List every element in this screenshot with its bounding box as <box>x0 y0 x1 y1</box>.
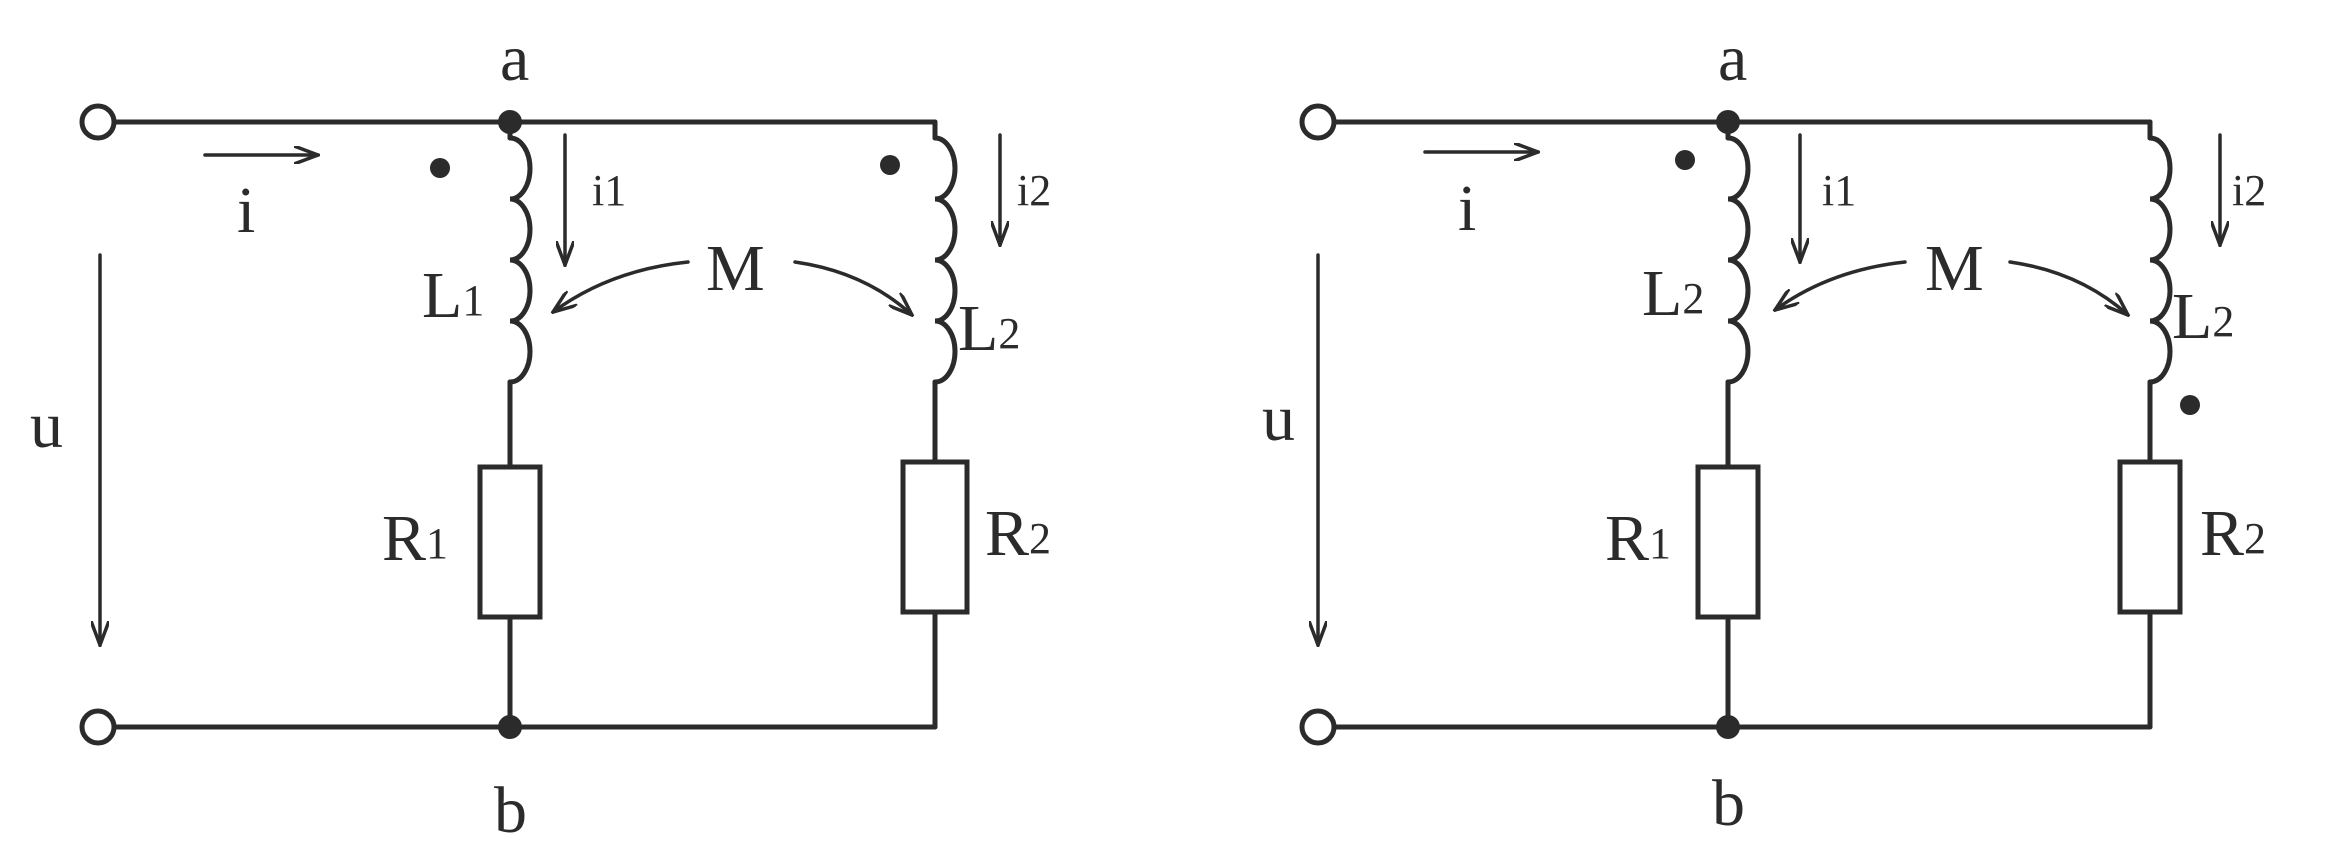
left-l1-label: L1 <box>422 259 484 332</box>
right-l-left-label: L2 <box>1642 257 1704 330</box>
left-node-b <box>498 715 522 739</box>
left-voltage-u-label: u <box>30 389 63 462</box>
left-resistor-r1 <box>477 464 543 620</box>
left-mutual-arrow-1 <box>553 260 690 312</box>
right-node-b-label: b <box>1712 767 1745 840</box>
left-current-i-label: i <box>237 174 255 247</box>
right-mutual-m-label: M <box>1925 232 1984 305</box>
right-input-terminal-bottom <box>1299 708 1337 746</box>
right-node-b <box>1716 715 1740 739</box>
right-input-terminal-top <box>1299 103 1337 141</box>
left-inductor-l2 <box>932 135 958 385</box>
right-resistor-r1 <box>1695 464 1761 620</box>
right-current-i1-label: i1 <box>1822 166 1856 215</box>
left-mutual-arrow-2 <box>793 260 912 315</box>
right-mutual-arrow-2 <box>2008 260 2128 315</box>
right-current-i2-label: i2 <box>2232 166 2266 215</box>
left-current-i1-label: i1 <box>592 166 626 215</box>
left-polarity-dot-2 <box>880 155 900 175</box>
right-node-a <box>1716 110 1740 134</box>
left-r2-label: R2 <box>985 497 1051 570</box>
right-inductor-l-left <box>1725 135 1751 385</box>
right-mutual-arrow-1 <box>1775 260 1907 310</box>
right-node-a-label: a <box>1718 22 1747 95</box>
left-input-terminal-bottom <box>79 708 117 746</box>
left-mutual-m-label: M <box>706 232 765 305</box>
right-polarity-dot-2 <box>2180 395 2200 415</box>
right-inductor-l-right <box>2147 135 2173 385</box>
left-node-a <box>498 110 522 134</box>
right-r1-label: R1 <box>1605 502 1671 575</box>
right-r2-label: R2 <box>2200 497 2266 570</box>
left-node-b-label: b <box>494 774 527 847</box>
right-resistor-r2 <box>2117 459 2183 615</box>
right-l-right-label: L2 <box>2172 280 2234 353</box>
left-current-i2-label: i2 <box>1017 166 1051 215</box>
left-circuit: a b i u M i1 i2 L1 L2 R1 R2 <box>30 22 1051 847</box>
right-voltage-u-label: u <box>1262 382 1295 455</box>
left-l2-label: L2 <box>958 292 1020 365</box>
right-current-i-label: i <box>1458 172 1476 245</box>
left-node-a-label: a <box>500 22 529 95</box>
left-input-terminal-top <box>79 103 117 141</box>
left-polarity-dot-1 <box>430 158 450 178</box>
left-r1-label: R1 <box>382 502 448 575</box>
left-inductor-l1 <box>507 135 533 385</box>
right-circuit: a b i u M i1 i2 L2 L2 R1 R2 <box>1262 22 2266 840</box>
right-polarity-dot-1 <box>1675 150 1695 170</box>
left-resistor-r2 <box>900 459 970 615</box>
